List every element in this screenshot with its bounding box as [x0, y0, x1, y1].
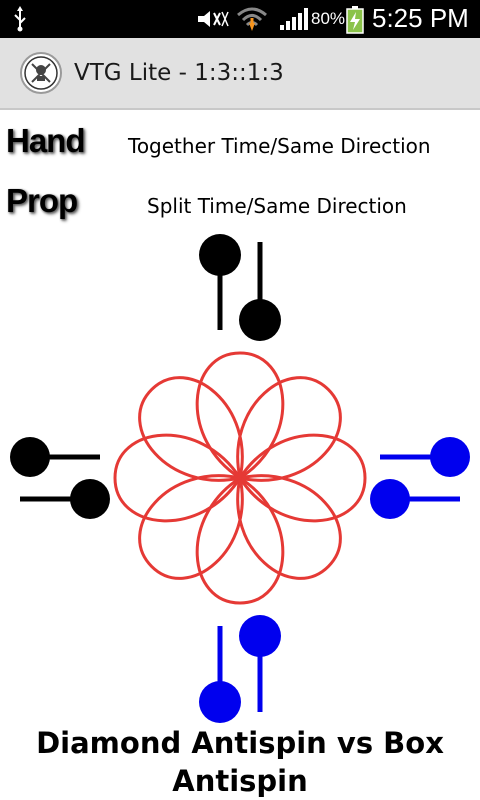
battery-percent: 80%: [311, 9, 346, 28]
prop-timing-value: Split Time/Same Direction: [147, 194, 407, 218]
action-bar: VTG Lite - 1:3::1:3: [0, 38, 480, 110]
left-prop-top: [199, 234, 281, 341]
flower-petal: [138, 376, 244, 482]
mute-icon: [196, 9, 230, 33]
left-prop-left: [10, 437, 110, 519]
flower-pattern: [113, 351, 367, 605]
flower-petal: [138, 474, 244, 580]
flower-petal: [238, 433, 367, 523]
usb-icon: [12, 6, 28, 36]
wifi-icon: [236, 5, 268, 37]
clock: 5:25 PM: [372, 3, 469, 33]
pattern-diagram: [10, 234, 470, 723]
flower-petal: [195, 351, 285, 480]
right-prop-bottom: [199, 615, 281, 723]
app-logo-icon[interactable]: [20, 52, 62, 94]
flower-petal: [113, 433, 242, 523]
hand-timing-value: Together Time/Same Direction: [128, 134, 431, 158]
app-title: VTG Lite - 1:3::1:3: [74, 60, 284, 86]
flower-petal: [236, 474, 342, 580]
status-bar: 80% 5:25 PM: [0, 0, 480, 38]
prop-label: Prop: [6, 182, 78, 219]
flower-petal: [236, 376, 342, 482]
hand-label: Hand: [6, 122, 85, 159]
battery-charging-icon: [346, 6, 364, 38]
signal-icon: [279, 7, 309, 35]
pattern-name: Diamond Antispin vs Box Antispin: [36, 726, 444, 798]
flower-petal: [195, 476, 285, 605]
right-prop-right: [370, 437, 470, 519]
